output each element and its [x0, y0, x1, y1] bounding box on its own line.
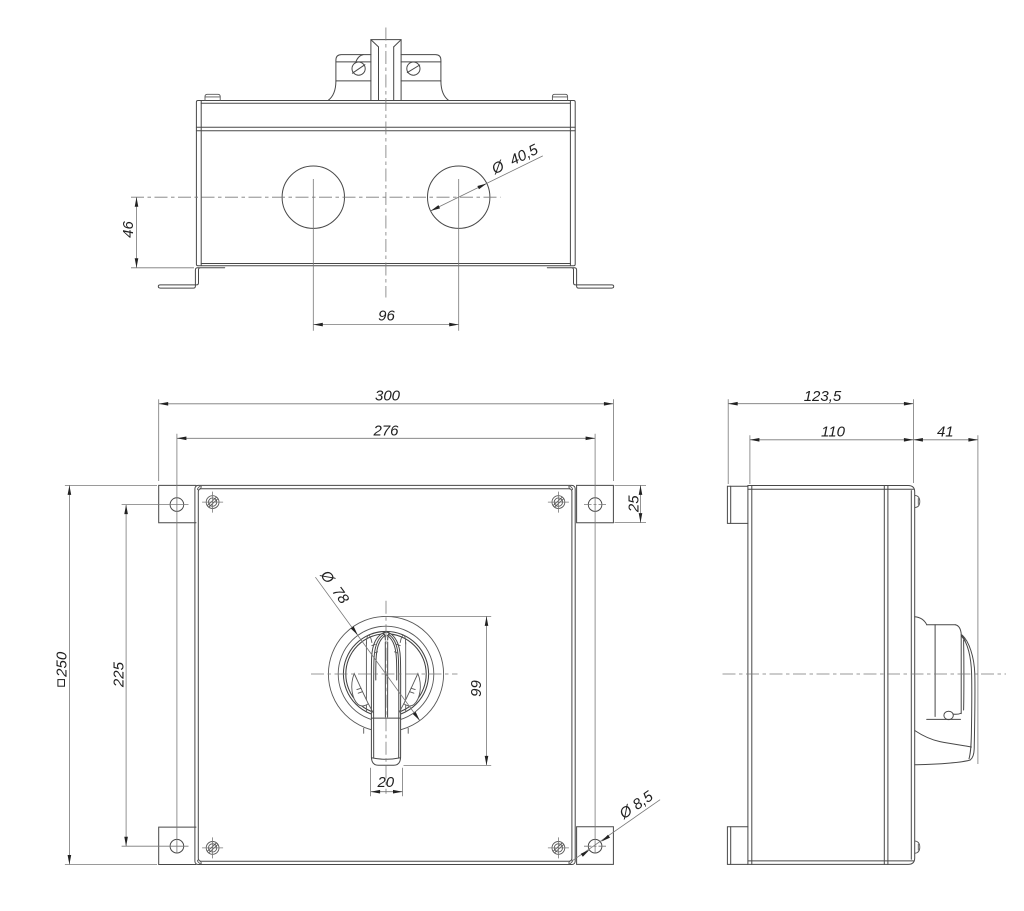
svg-text:250: 250 — [54, 651, 71, 678]
svg-text:41: 41 — [937, 423, 954, 440]
svg-text:46: 46 — [120, 221, 137, 238]
svg-text:123,5: 123,5 — [804, 388, 842, 405]
svg-text:300: 300 — [375, 388, 401, 405]
svg-text:20: 20 — [376, 774, 394, 791]
svg-text:276: 276 — [372, 423, 399, 440]
svg-text:96: 96 — [378, 308, 395, 325]
svg-text:225: 225 — [110, 661, 127, 688]
svg-text:99: 99 — [468, 680, 485, 697]
svg-text:25: 25 — [625, 495, 642, 513]
svg-text:110: 110 — [821, 423, 846, 440]
